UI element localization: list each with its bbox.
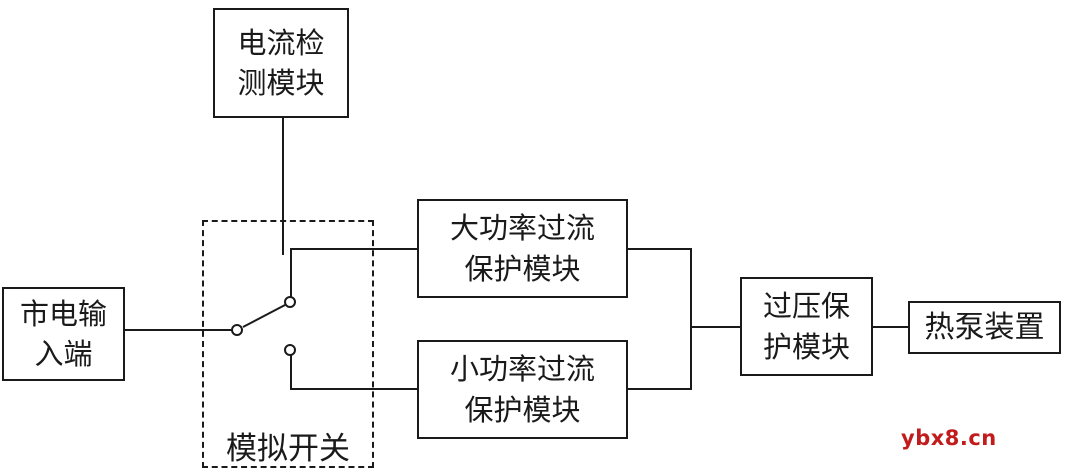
line-current-to-switch <box>282 118 284 255</box>
block-overvoltage-protection: 过压保 护模块 <box>740 277 873 376</box>
spdt-switch-icon <box>231 296 296 356</box>
line-highpower-to-junction <box>628 248 692 250</box>
line-switch-bottom-stub <box>290 355 292 390</box>
line-switch-to-highpower <box>290 248 417 250</box>
watermark: ybx8.cn <box>901 426 997 450</box>
block-heat-pump-label: 热泵装置 <box>924 309 1045 345</box>
line-junction-to-ovp <box>690 326 740 328</box>
block-high-power-label: 大功率过流 保护模块 <box>449 211 595 286</box>
analog-switch-label: 模拟开关 <box>226 431 350 467</box>
block-heat-pump-device: 热泵装置 <box>908 301 1061 354</box>
block-low-power-overcurrent-protection: 小功率过流 保护模块 <box>417 340 628 439</box>
line-switch-top-stub <box>290 249 292 297</box>
line-lowpower-to-junction <box>628 388 692 390</box>
analog-switch-dashed-box <box>202 220 374 468</box>
block-mains-input: 市电输 入端 <box>2 287 125 381</box>
block-overvoltage-label: 过压保 护模块 <box>762 289 850 364</box>
line-switch-to-lowpower <box>290 388 417 390</box>
line-ovp-to-pump <box>873 326 908 328</box>
block-current-detection-label: 电流检 测模块 <box>237 25 325 100</box>
line-junction-vertical <box>690 248 692 390</box>
line-mains-to-switch <box>125 329 232 331</box>
block-current-detection-module: 电流检 测模块 <box>213 8 349 118</box>
block-mains-input-label: 市电输 入端 <box>19 296 107 371</box>
block-high-power-overcurrent-protection: 大功率过流 保护模块 <box>417 199 628 298</box>
block-low-power-label: 小功率过流 保护模块 <box>449 352 595 427</box>
